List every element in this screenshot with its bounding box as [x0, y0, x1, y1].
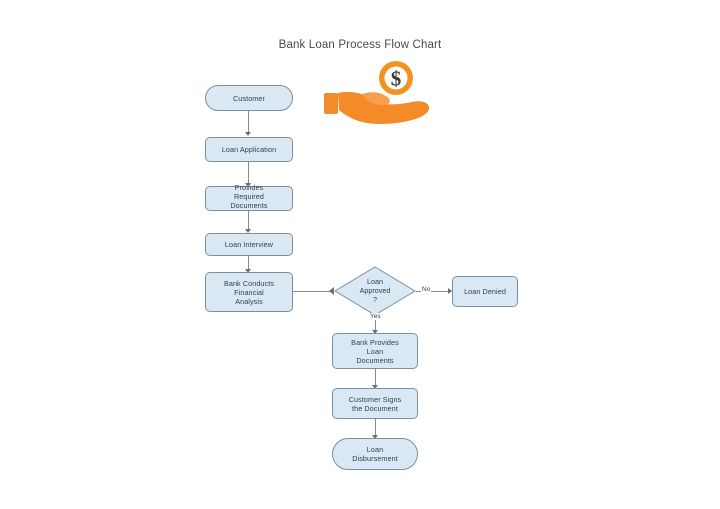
node-customer-signs[interactable]: Customer Signs the Document — [332, 388, 418, 419]
node-loan-approved-decision[interactable]: Loan Approved ? — [334, 266, 416, 316]
arrowhead-to-loan-interview — [245, 229, 251, 233]
node-financial-analysis-label: Bank Conducts Financial Analysis — [223, 278, 275, 306]
arrowhead-to-loan-disbursement — [372, 435, 378, 439]
node-bank-provides-documents[interactable]: Bank Provides Loan Documents — [332, 333, 418, 369]
node-loan-interview-label: Loan Interview — [224, 240, 274, 249]
node-loan-disbursement-label: Loan Disbursement — [352, 445, 398, 463]
node-loan-denied[interactable]: Loan Denied — [452, 276, 518, 307]
page-title: Bank Loan Process Flow Chart — [278, 39, 442, 51]
hand-holding-coin-icon: $ — [324, 61, 430, 124]
node-provides-documents-label: Provides Required Documents — [230, 183, 268, 210]
edge-label-yes: Yes — [369, 313, 382, 320]
connector-bank-documents-to-signs — [375, 369, 376, 387]
node-provides-documents[interactable]: Provides Required Documents — [205, 183, 293, 211]
connector-interview-to-analysis — [248, 256, 249, 271]
arrowhead-to-loan-application — [245, 132, 251, 136]
node-financial-analysis[interactable]: Bank Conducts Financial Analysis — [205, 272, 293, 312]
connector-analysis-to-decision — [293, 291, 332, 292]
node-loan-denied-label: Loan Denied — [464, 287, 506, 296]
node-loan-interview[interactable]: Loan Interview — [205, 233, 293, 256]
connector-decision-to-denied — [416, 291, 451, 292]
arrowhead-to-bank-documents — [372, 330, 378, 334]
node-customer-signs-label: Customer Signs the Document — [348, 394, 402, 413]
node-loan-approved-label: Loan Approved ? — [359, 277, 391, 304]
node-customer[interactable]: Customer — [205, 85, 293, 111]
connector-customer-to-application — [248, 111, 249, 134]
node-customer-label: Customer — [233, 93, 265, 103]
connector-signs-to-disbursement — [375, 419, 376, 437]
arrowhead-to-loan-denied — [448, 288, 452, 294]
node-loan-application-label: Loan Application — [221, 145, 277, 154]
svg-text:$: $ — [391, 67, 402, 91]
connector-documents-to-interview — [248, 211, 249, 231]
arrowhead-to-loan-approved — [329, 287, 334, 295]
node-loan-disbursement[interactable]: Loan Disbursement — [332, 438, 418, 470]
arrowhead-to-customer-signs — [372, 385, 378, 389]
connector-decision-to-bank-documents — [375, 316, 376, 332]
connector-application-to-documents — [248, 162, 249, 185]
arrowhead-to-provides-documents — [245, 183, 251, 187]
edge-label-no: No — [421, 286, 432, 293]
node-loan-application[interactable]: Loan Application — [205, 137, 293, 162]
arrowhead-to-financial-analysis — [245, 269, 251, 273]
node-bank-provides-documents-label: Bank Provides Loan Documents — [351, 337, 399, 365]
